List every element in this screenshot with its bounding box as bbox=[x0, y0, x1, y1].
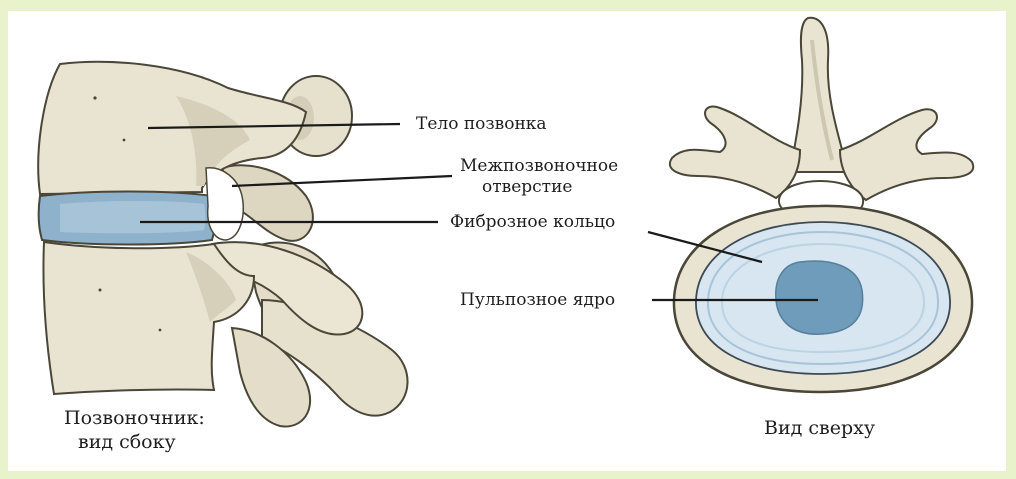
lower-vertebral-body bbox=[43, 242, 254, 394]
label-nucleus-pulposus: Пульпозное ядро bbox=[460, 290, 615, 310]
label-annulus-fibrosus: Фиброзное кольцо bbox=[450, 212, 615, 232]
transverse-process-left bbox=[670, 107, 800, 198]
label-foramen-line2: отверстие bbox=[482, 177, 572, 197]
caption-side-view-line1: Позвоночник: bbox=[64, 406, 205, 430]
caption-top-view: Вид сверху bbox=[764, 416, 875, 440]
top-view-vertebra bbox=[670, 18, 973, 392]
label-vertebral-body: Тело позвонка bbox=[416, 114, 547, 134]
side-view-spine bbox=[38, 62, 407, 427]
transverse-process-right bbox=[840, 109, 973, 200]
label-foramen-line1: Межпозвоночное bbox=[460, 156, 618, 176]
caption-side-view-line2: вид сбоку bbox=[78, 430, 176, 454]
nucleus-pulposus bbox=[776, 261, 863, 334]
disc-highlight bbox=[60, 201, 206, 233]
